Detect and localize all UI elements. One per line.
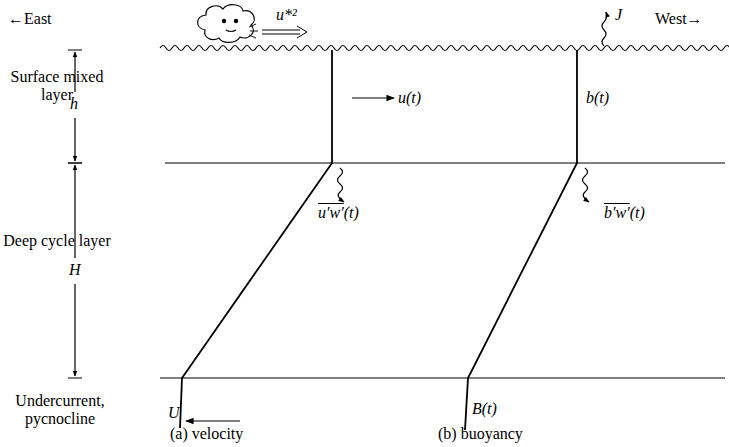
flux-label: (t) (630, 204, 645, 222)
thickness-label: H (69, 261, 81, 279)
flux-label: u′w′ (318, 204, 344, 222)
thickness-label: h (70, 95, 78, 113)
sea-surface (160, 46, 729, 51)
velocity-profile (180, 50, 332, 428)
flux-label: b′w′ (604, 204, 630, 222)
direction-label: ←East (8, 10, 52, 28)
flux-label: J (615, 6, 622, 24)
buoyancy-label: b(t) (586, 89, 609, 107)
direction-label: West→ (655, 10, 703, 28)
buoyancy-label: B(t) (472, 400, 497, 418)
buoyancy-profile (465, 50, 577, 430)
layer-name: Deep cycle layer (2, 232, 112, 250)
layer-name: Undercurrent, pycnocline (0, 392, 120, 429)
velocity-label: u(t) (398, 89, 421, 107)
undercurrent-label: U (168, 404, 180, 422)
panel-caption: (b) buoyancy (438, 425, 523, 443)
wind-stress-label: u*² (276, 6, 297, 24)
panel-caption: (a) velocity (170, 425, 243, 443)
cloud (198, 5, 255, 43)
flux-label: (t) (344, 204, 359, 222)
layer-name: Surface mixed layer (2, 68, 112, 105)
